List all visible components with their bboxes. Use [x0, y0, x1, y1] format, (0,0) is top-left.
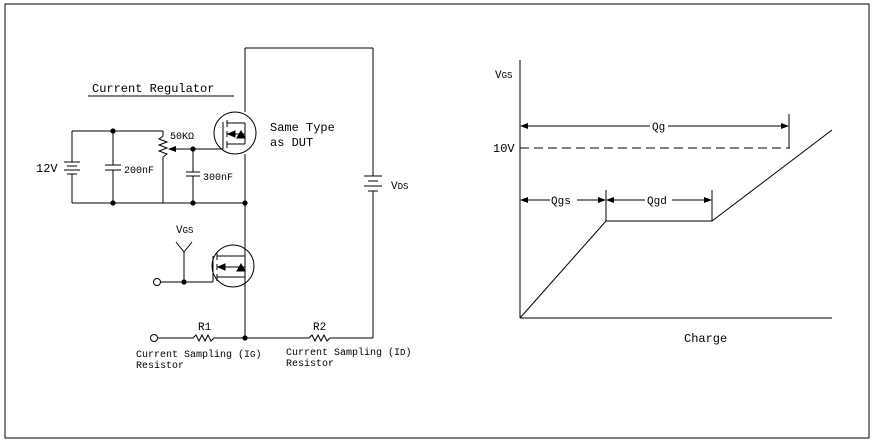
capacitor-300nf-label: 300nF	[203, 173, 233, 184]
sampling-resistor-id-line1: Current Sampling (ID)	[286, 347, 411, 359]
resistor-r1-icon	[192, 333, 215, 343]
vgs-probe-icon	[175, 241, 193, 282]
test-circuit: Current Regulator 12V 200nF	[36, 47, 411, 372]
sampling-resistor-ig-line2: Resistor	[136, 360, 184, 372]
dut-label-line2: as DUT	[270, 136, 313, 150]
vds-supply-icon	[364, 175, 382, 193]
x-axis-label: Charge	[684, 332, 727, 346]
vgs-curve	[519, 129, 833, 319]
dut-label-line1: Same Type	[270, 121, 335, 135]
capacitor-200nf-icon	[105, 131, 121, 203]
potentiometer-icon	[157, 131, 183, 203]
r2-label: R2	[313, 322, 326, 334]
current-regulator-title: Current Regulator	[92, 82, 214, 96]
qgs-label: Qgs	[551, 196, 571, 208]
battery-icon	[64, 161, 80, 176]
capacitor-300nf-icon	[186, 149, 200, 203]
gate-input-terminal-icon	[153, 278, 161, 286]
gate-charge-waveform: VGS Charge 10V Qg Qgs Qgd	[493, 60, 833, 346]
figure-border	[4, 3, 870, 439]
vgs-probe-label: VGS	[176, 225, 193, 237]
y-axis-label: VGS	[495, 70, 512, 82]
sampling-resistor-ig-line1: Current Sampling (IG)	[136, 349, 261, 361]
regulator-mosfet-icon	[213, 111, 257, 155]
potentiometer-label: 50KΩ	[170, 132, 194, 143]
vds-supply-label: VDS	[391, 181, 408, 193]
dut-mosfet-icon	[160, 244, 255, 288]
r1-label: R1	[198, 322, 212, 334]
resistor-r2-icon	[308, 333, 331, 343]
battery-label: 12V	[36, 162, 58, 176]
sampling-resistor-id-line2: Resistor	[286, 358, 334, 370]
qgd-label: Qgd	[647, 196, 667, 208]
capacitor-200nf-label: 200nF	[124, 166, 154, 177]
ten-volt-label: 10V	[493, 142, 515, 156]
sampling-input-terminal-icon	[150, 334, 158, 342]
qg-label: Qg	[652, 122, 665, 134]
junction-dots	[110, 128, 248, 341]
